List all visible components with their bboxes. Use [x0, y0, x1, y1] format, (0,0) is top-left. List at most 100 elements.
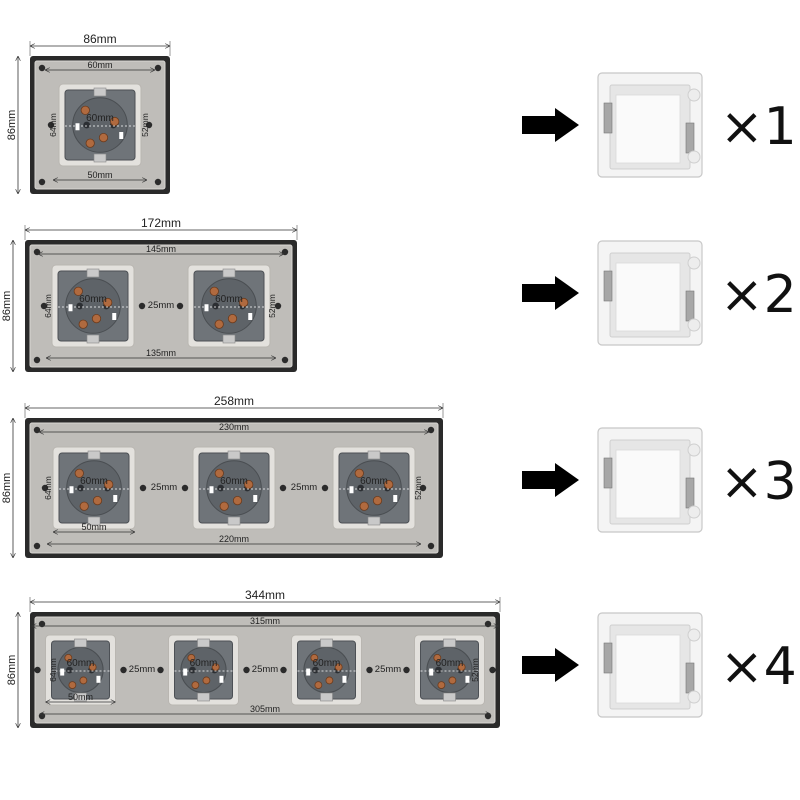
junction-box-column: ×1 ×2 ×3 ×4 — [522, 72, 797, 718]
overall-width-label: 172mm — [141, 216, 181, 230]
socket-well — [426, 646, 473, 694]
earth-clip-bottom — [86, 334, 100, 344]
junction-box-icon — [597, 72, 703, 178]
socket-width-label: 60mm — [79, 294, 107, 305]
knockout — [687, 88, 701, 102]
socket-width-label: 60mm — [220, 476, 248, 487]
screw-hole — [281, 356, 289, 364]
indicator-mark — [219, 675, 224, 683]
terminal-1 — [325, 676, 334, 685]
screw-hole — [38, 64, 46, 72]
terminal-3 — [457, 663, 466, 671]
terminal-1 — [372, 495, 383, 506]
indicator-mark — [349, 486, 354, 494]
terminal-1 — [448, 676, 457, 685]
earth-clip-bottom — [443, 692, 456, 702]
side-screw — [47, 121, 55, 129]
pin-hole-left — [217, 484, 225, 492]
box-row-quad: ×4 — [522, 612, 797, 718]
side-screw — [145, 121, 153, 129]
terminal-1 — [92, 495, 103, 506]
socket-2 — [291, 634, 362, 706]
left-inner-label: 64mm — [43, 476, 53, 500]
terminal-2 — [214, 319, 224, 329]
side-screw — [139, 484, 147, 492]
earth-clip-top — [367, 450, 381, 460]
overall-height-label: 86mm — [1, 473, 13, 504]
socket-0 — [58, 83, 142, 167]
side-screw — [321, 484, 329, 492]
socket-bottom-label: 50mm — [81, 522, 106, 532]
left-inner-label: 64mm — [48, 658, 58, 682]
inner-width-label: 230mm — [219, 422, 249, 432]
indicator-mark — [248, 313, 253, 320]
multiplier-label: ×3 — [720, 452, 797, 512]
right-inner-label: 52mm — [470, 658, 480, 682]
box-screw-lug — [685, 290, 695, 322]
junction-box-icon — [597, 427, 703, 533]
indicator-mark — [96, 675, 101, 683]
socket-width-label: 60mm — [190, 658, 218, 669]
side-screw — [157, 666, 164, 674]
knockout — [687, 690, 701, 704]
knockout — [687, 443, 701, 457]
box-screw-lug — [685, 122, 695, 154]
indicator-mark — [113, 495, 118, 502]
socket-bottom-label: 50mm — [68, 692, 93, 702]
socket-3 — [414, 634, 485, 706]
terminal-2 — [191, 681, 200, 689]
indicator-mark — [75, 123, 80, 131]
overall-height-label: 86mm — [6, 110, 18, 141]
spacing-label: 25mm — [375, 664, 401, 675]
knockout — [687, 628, 701, 642]
terminal-0 — [64, 653, 73, 662]
knockout — [687, 318, 701, 332]
side-screw — [34, 666, 41, 674]
pin-hole-left — [212, 302, 220, 310]
socket-well — [206, 460, 262, 516]
box-row-triple: ×3 — [522, 427, 797, 533]
pin-hole-left — [83, 121, 91, 129]
socket-width-label: 60mm — [360, 476, 388, 487]
indicator-mark — [429, 668, 434, 676]
box-row-single: ×1 — [522, 72, 797, 178]
panels-layer: 60mm 86mm 60mm 50mm 86mm 64mm 52mm 60mm 60mm 25mm… — [1, 32, 501, 728]
spacing-label: 25mm — [252, 664, 278, 675]
screw-hole — [33, 356, 41, 364]
box-cavity — [615, 634, 681, 704]
left-inner-label: 64mm — [48, 113, 58, 137]
screw-hole — [33, 542, 41, 550]
screw-hole — [427, 542, 435, 550]
side-screw — [280, 666, 287, 674]
screw-hole — [33, 426, 41, 434]
terminal-0 — [74, 468, 84, 478]
terminal-2 — [359, 501, 369, 511]
terminal-0 — [433, 653, 442, 662]
indicator-mark — [68, 304, 73, 312]
side-screw — [366, 666, 373, 674]
overall-width-label: 344mm — [245, 588, 285, 602]
box-cavity — [615, 262, 681, 332]
bottom-width-label: 305mm — [250, 704, 280, 714]
right-inner-label: 52mm — [267, 294, 277, 318]
right-arrow-icon — [522, 648, 579, 682]
earth-clip-top — [227, 450, 241, 460]
indicator-mark — [204, 304, 209, 312]
spacing-label: 25mm — [151, 482, 177, 493]
earth-clip-top — [222, 268, 236, 278]
pin-hole-left — [77, 484, 85, 492]
terminal-0 — [187, 653, 196, 662]
side-screw — [138, 302, 146, 310]
pin-hole-left — [66, 666, 73, 674]
socket-well — [303, 646, 350, 694]
multiplier-label: ×2 — [720, 265, 797, 325]
multiplier-label: ×4 — [720, 637, 797, 697]
screw-hole — [154, 178, 162, 186]
bottom-width-label: 135mm — [146, 348, 176, 358]
terminal-2 — [314, 681, 323, 689]
earth-clip-top — [320, 638, 333, 648]
